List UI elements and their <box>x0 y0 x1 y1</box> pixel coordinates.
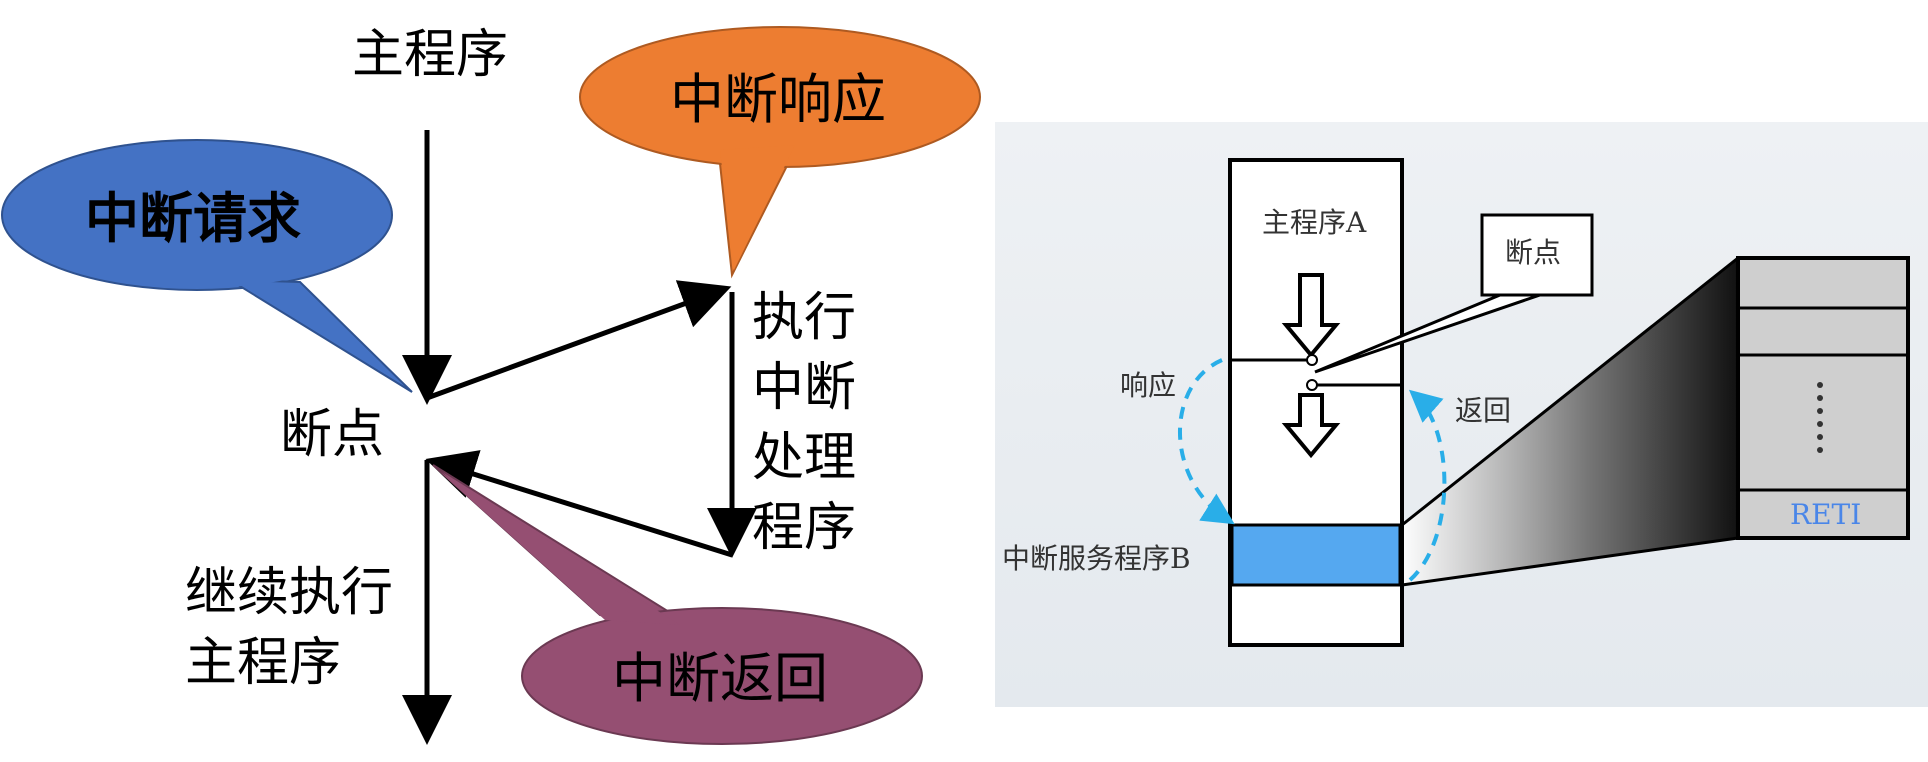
interrupt-request-bubble: 中断请求 <box>1 139 413 393</box>
continue-line: 继续执行 <box>185 563 393 623</box>
right-memory-diagram: 主程序A 断点 响应 返回 中断服务程序B <box>995 122 1928 707</box>
down-arrow-icon <box>1281 393 1341 459</box>
breakpoint-callout: 断点 <box>1314 213 1594 374</box>
ellipsis-dots <box>1817 382 1823 453</box>
handler-line: 程序 <box>752 498 856 558</box>
reti-label: RETI <box>1790 498 1861 531</box>
continue-line: 主程序 <box>185 633 341 693</box>
handler-label: 执行 中断 处理 程序 <box>752 288 856 558</box>
breakpoint-label: 断点 <box>280 405 384 465</box>
isr-b-label: 中断服务程序B <box>1002 542 1191 575</box>
response-dashed-arrow <box>1178 358 1235 525</box>
handler-line: 处理 <box>752 428 856 488</box>
isr-block <box>1230 523 1402 587</box>
interrupt-response-bubble: 中断响应 <box>579 26 981 279</box>
callout-breakpoint-label: 断点 <box>1505 236 1561 269</box>
zoom-line-bottom <box>1401 536 1739 587</box>
breakpoint-marker <box>1306 379 1318 391</box>
zoom-funnel <box>1402 258 1738 585</box>
handler-line: 中断 <box>752 358 856 418</box>
jump-to-handler-arrow <box>426 280 732 401</box>
return-arrow <box>425 450 733 558</box>
interrupt-request-label: 中断请求 <box>85 187 301 250</box>
zoom-line-top <box>1401 256 1739 527</box>
interrupt-response-label: 中断响应 <box>670 68 886 131</box>
return-dashed-arrow <box>1408 389 1447 582</box>
response-label: 响应 <box>1120 369 1176 402</box>
breakpoint-marker <box>1306 354 1318 366</box>
main-program-label: 主程序 <box>352 25 508 85</box>
interrupt-return-label: 中断返回 <box>612 647 828 710</box>
down-arrow-icon <box>1281 273 1341 359</box>
continue-label: 继续执行 主程序 <box>185 563 393 693</box>
left-flow-diagram: 主程序 断点 执行 中断 处理 程序 继续执行 主程序 中断请 <box>1 25 981 745</box>
main-program-a-label: 主程序A <box>1262 206 1367 239</box>
return-label: 返回 <box>1455 394 1511 427</box>
interrupt-return-bubble: 中断返回 <box>432 464 923 745</box>
handler-line: 执行 <box>752 288 856 348</box>
